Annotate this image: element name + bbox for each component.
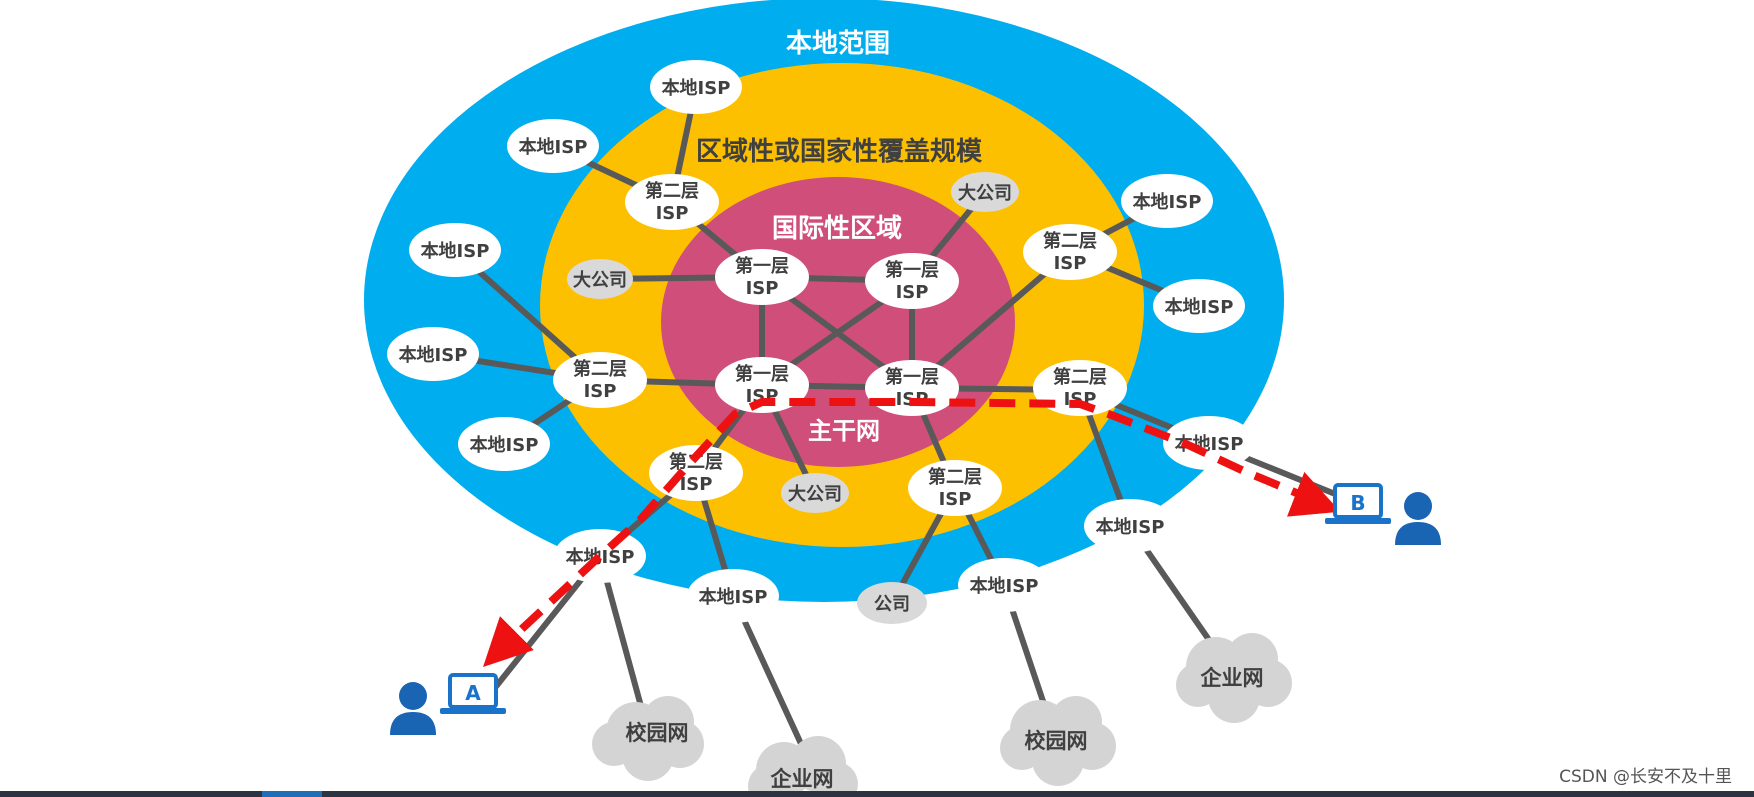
local-isp-label: 本地ISP bbox=[519, 136, 588, 158]
enterprise-network-cloud: 企业网 bbox=[748, 736, 858, 797]
local-isp-label: 本地ISP bbox=[699, 586, 768, 608]
campus-network-cloud: 校园网 bbox=[1000, 696, 1116, 786]
local-isp-node: 本地ISP bbox=[1153, 279, 1245, 333]
tier2-isp-label: 第二层 bbox=[573, 358, 627, 380]
tier2-isp-label: 第二层 bbox=[1053, 366, 1107, 388]
local-isp-node: 本地ISP bbox=[458, 417, 550, 471]
local-isp-label: 本地ISP bbox=[662, 77, 731, 99]
company-label: 公司 bbox=[874, 594, 910, 615]
tier1-isp-label: ISP bbox=[896, 282, 929, 303]
regional-scope-label: 区域性或国家性覆盖规模 bbox=[696, 136, 983, 167]
tier2-isp-label: 第二层 bbox=[1043, 230, 1097, 252]
laptop-icon: A bbox=[440, 673, 506, 714]
person-icon bbox=[1395, 492, 1441, 545]
local-isp-label: 本地ISP bbox=[421, 240, 490, 262]
tier2-isp-label: ISP bbox=[584, 381, 617, 402]
person-icon bbox=[390, 682, 436, 735]
local-isp-node: 本地ISP bbox=[1084, 499, 1176, 553]
local-isp-node: 本地ISP bbox=[507, 119, 599, 173]
local-isp-label: 本地ISP bbox=[399, 344, 468, 366]
tier2-isp-label: 第二层 bbox=[928, 466, 982, 488]
big-company-label: 大公司 bbox=[573, 269, 627, 291]
tier2-isp-label: 第二层 bbox=[645, 180, 699, 202]
campus-network-label: 校园网 bbox=[626, 721, 689, 745]
international-zone-label: 国际性区域 bbox=[772, 214, 902, 244]
tier1-isp-node: 第一层 ISP bbox=[715, 357, 809, 413]
tier2-isp-label: ISP bbox=[656, 203, 689, 224]
tier2-isp-label: ISP bbox=[680, 474, 713, 495]
local-isp-node: 本地ISP bbox=[554, 529, 646, 583]
tier2-isp-label: ISP bbox=[1054, 253, 1087, 274]
campus-network-label: 校园网 bbox=[1025, 729, 1088, 753]
local-isp-node: 本地ISP bbox=[958, 558, 1050, 612]
tier1-isp-node: 第一层 ISP bbox=[715, 249, 809, 305]
tier1-isp-node: 第一层 ISP bbox=[865, 360, 959, 416]
big-company-node: 大公司 bbox=[951, 172, 1019, 212]
local-isp-label: 本地ISP bbox=[1133, 191, 1202, 213]
local-isp-label: 本地ISP bbox=[1096, 516, 1165, 538]
host-b-label: B bbox=[1350, 491, 1365, 515]
tier1-isp-label: 第一层 bbox=[885, 366, 939, 388]
enterprise-network-cloud: 企业网 bbox=[1176, 633, 1292, 723]
local-isp-node: 本地ISP bbox=[650, 60, 742, 114]
host-a-label: A bbox=[465, 681, 481, 705]
big-company-label: 大公司 bbox=[958, 182, 1012, 204]
backbone-label: 主干网 bbox=[808, 417, 880, 445]
local-isp-node: 本地ISP bbox=[409, 223, 501, 277]
company-node: 公司 bbox=[857, 582, 927, 624]
laptop-icon: B bbox=[1325, 483, 1391, 524]
local-isp-label: 本地ISP bbox=[1165, 296, 1234, 318]
tier2-isp-label: ISP bbox=[939, 489, 972, 510]
tier2-isp-node: 第二层 ISP bbox=[625, 174, 719, 230]
enterprise-network-label: 企业网 bbox=[1200, 666, 1264, 690]
tier2-isp-node: 第二层 ISP bbox=[1033, 360, 1127, 416]
tier1-isp-label: 第一层 bbox=[735, 363, 789, 385]
big-company-node: 大公司 bbox=[781, 473, 849, 513]
local-isp-label: 本地ISP bbox=[470, 434, 539, 456]
tier2-isp-node: 第二层 ISP bbox=[1023, 224, 1117, 280]
big-company-node: 大公司 bbox=[567, 259, 633, 299]
local-scope-label: 本地范围 bbox=[786, 29, 890, 59]
big-company-label: 大公司 bbox=[788, 483, 842, 505]
csdn-watermark: CSDN @长安不及十里 bbox=[1559, 767, 1732, 787]
tier1-isp-node: 第一层 ISP bbox=[865, 253, 959, 309]
data-path bbox=[483, 398, 1341, 667]
tier1-isp-label: ISP bbox=[746, 278, 779, 299]
tier1-isp-label: 第一层 bbox=[885, 259, 939, 281]
tier1-isp-label: 第一层 bbox=[735, 255, 789, 277]
local-isp-label: 本地ISP bbox=[970, 575, 1039, 597]
bottom-bar bbox=[0, 791, 1754, 797]
local-isp-node: 本地ISP bbox=[1121, 174, 1213, 228]
local-isp-label: 本地ISP bbox=[566, 546, 635, 568]
local-isp-node: 本地ISP bbox=[387, 327, 479, 381]
tier2-isp-node: 第二层 ISP bbox=[553, 352, 647, 408]
bottom-bar-accent bbox=[262, 791, 322, 797]
campus-network-cloud: 校园网 bbox=[592, 696, 704, 781]
local-isp-node: 本地ISP bbox=[687, 569, 779, 623]
enterprise-network-label: 企业网 bbox=[770, 767, 834, 791]
local-isp-node: 本地ISP bbox=[1163, 416, 1255, 470]
tier2-isp-node: 第二层 ISP bbox=[908, 460, 1002, 516]
